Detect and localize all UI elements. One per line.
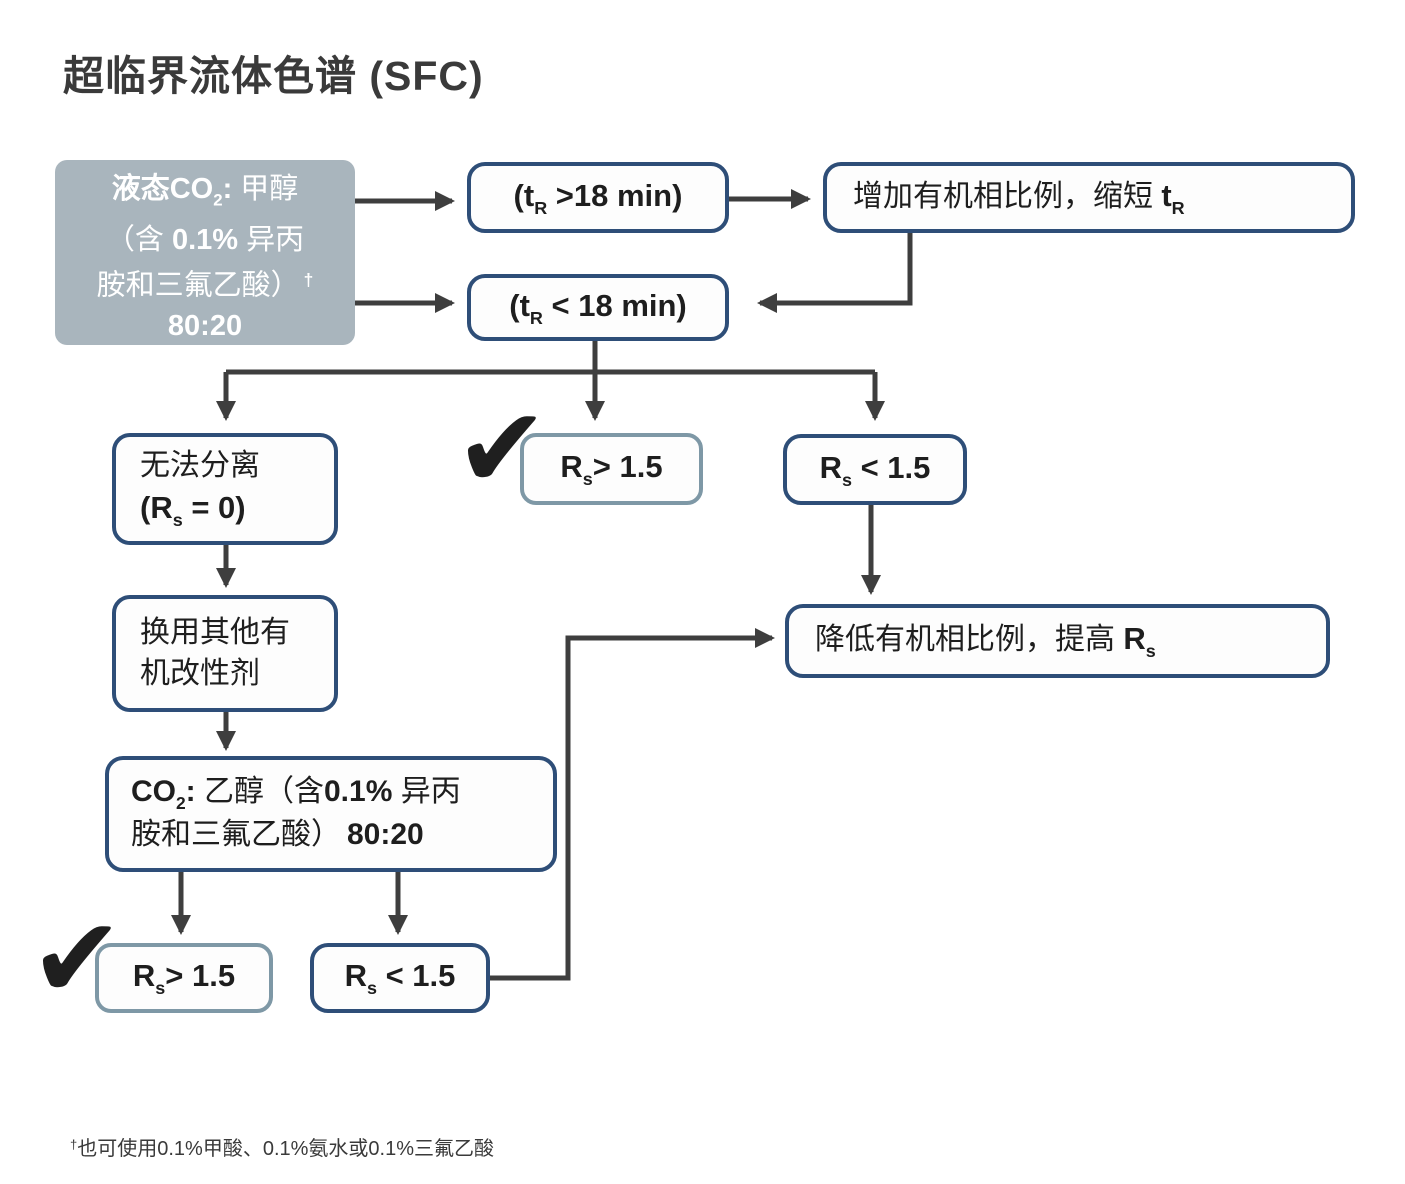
- checkmark-icon: ✔: [455, 384, 549, 514]
- node-co2-ethanol: CO2: 乙醇（含0.1% 异丙 胺和三氟乙酸）80:20: [105, 756, 557, 872]
- node-rs-fail-top: Rs < 1.5: [783, 434, 967, 505]
- arrow-increase-to-trlt18: [757, 233, 913, 313]
- footnote: †也可使用0.1%甲酸、0.1%氨水或0.1%三氟乙酸: [70, 1137, 494, 1160]
- node-start-mobile-phase: 液态CO2: 甲醇 （含 0.1% 异丙 胺和三氟乙酸）† 80:20: [55, 160, 355, 345]
- node-rs-pass-mid: Rs> 1.5: [520, 433, 703, 505]
- dagger-icon: †: [70, 1137, 78, 1153]
- checkmark-icon: ✔: [30, 894, 124, 1024]
- node-tr-gt-18min: (tR >18 min): [467, 162, 729, 233]
- node-increase-organic: 增加有机相比例，缩短 tR: [823, 162, 1355, 233]
- node-tr-lt-18min: (tR < 18 min): [467, 274, 729, 341]
- node-lower-organic: 降低有机相比例，提高 Rs: [785, 604, 1330, 678]
- node-rs-fail-bottom: Rs < 1.5: [310, 943, 490, 1013]
- node-no-separation: 无法分离 (Rs = 0): [112, 433, 338, 545]
- node-rs-pass-bottom: Rs> 1.5: [95, 943, 273, 1013]
- page-title: 超临界流体色谱 (SFC): [63, 53, 484, 99]
- node-switch-modifier: 换用其他有 机改性剂: [112, 595, 338, 712]
